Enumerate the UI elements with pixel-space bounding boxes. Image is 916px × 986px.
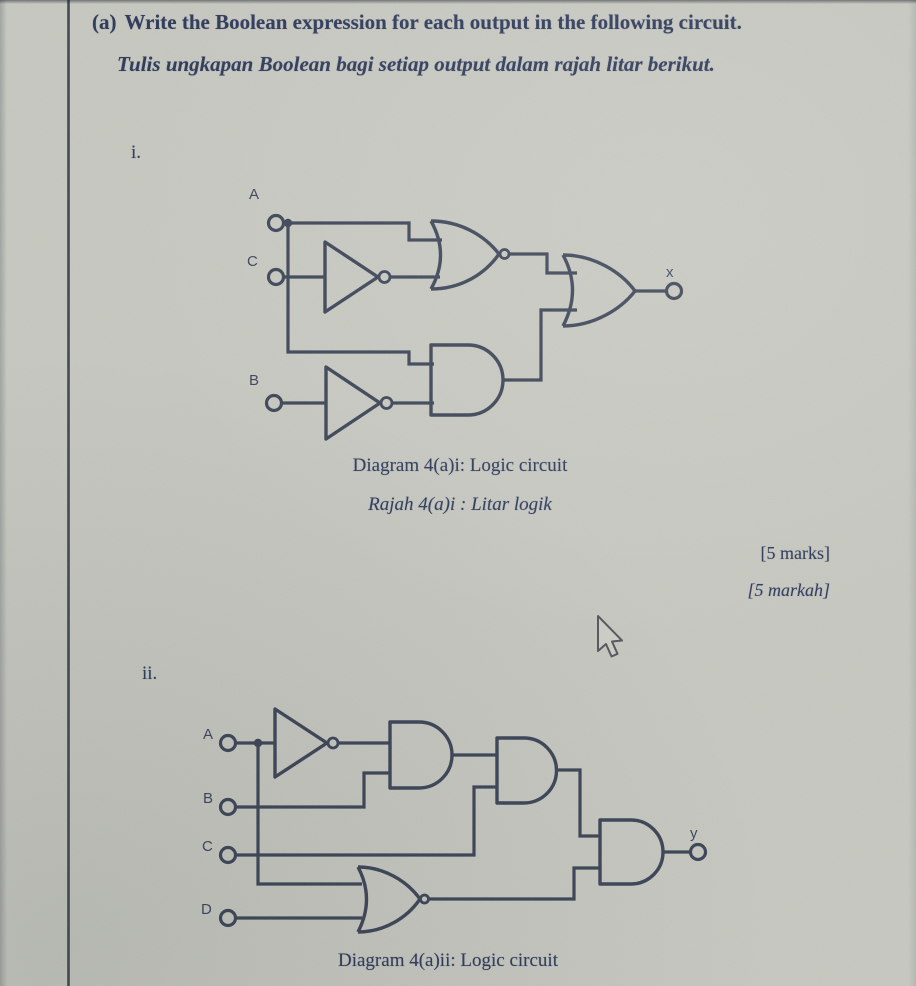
- input-terminal-a: [218, 733, 238, 753]
- input-label-c: C: [202, 838, 213, 855]
- wire-and2-to-and3: [556, 768, 600, 838]
- and-gate: [495, 736, 559, 805]
- not-gate: [323, 240, 392, 314]
- diagram-i-caption-en: Diagram 4(a)i: Logic circuit: [352, 455, 568, 476]
- marks-ms: [5 markah]: [747, 580, 830, 600]
- wire-c-to-and2: [236, 785, 497, 857]
- input-terminal-a: [266, 213, 286, 233]
- input-terminal-d: [218, 908, 238, 928]
- circuit-i-diagram: A C B x: [247, 186, 684, 441]
- input-label-c: C: [247, 253, 258, 270]
- question-text-ms: Tulis ungkapan Boolean bagi setiap outpu…: [117, 52, 715, 76]
- input-terminal-c: [266, 267, 286, 287]
- wire-a-to-nor: [284, 221, 442, 242]
- input-label-b: B: [249, 372, 259, 389]
- not-gate: [324, 365, 394, 441]
- part-i-label: i.: [131, 142, 142, 163]
- output-label-y: y: [690, 825, 698, 842]
- output-label-x: x: [666, 264, 674, 281]
- input-label-d: D: [201, 901, 212, 918]
- nor-gate: [429, 219, 511, 291]
- and-gate: [429, 343, 505, 417]
- input-terminal-c: [218, 845, 238, 865]
- wire-a-branch-to-and: [286, 223, 434, 366]
- part-ii-label: ii.: [142, 663, 158, 684]
- or-gate: [561, 253, 637, 328]
- not-gate: [273, 707, 340, 779]
- question-number: (a): [92, 10, 117, 34]
- wire-nor-to-and3: [429, 866, 600, 901]
- mouse-cursor-icon: [597, 615, 623, 658]
- input-label-b: B: [203, 790, 213, 807]
- input-terminal-b: [218, 797, 238, 817]
- input-label-a: A: [249, 186, 259, 203]
- question-text-en: Write the Boolean expression for each ou…: [124, 10, 742, 34]
- output-terminal-x: [664, 281, 684, 301]
- output-terminal-y: [688, 842, 708, 862]
- diagram-ii-caption-en: Diagram 4(a)ii: Logic circuit: [338, 950, 558, 971]
- nor-gate: [356, 865, 430, 934]
- input-label-a: A: [203, 726, 213, 743]
- diagram-i-caption-ms: Rajah 4(a)i : Litar logik: [368, 494, 552, 515]
- marks-en: [5 marks]: [760, 543, 830, 563]
- and-gate: [598, 818, 665, 886]
- and-gate: [388, 720, 454, 790]
- circuit-ii-diagram: A B C D y: [201, 707, 708, 934]
- input-terminal-b: [264, 393, 284, 413]
- question-line: (a) Write the Boolean expression for eac…: [92, 10, 742, 35]
